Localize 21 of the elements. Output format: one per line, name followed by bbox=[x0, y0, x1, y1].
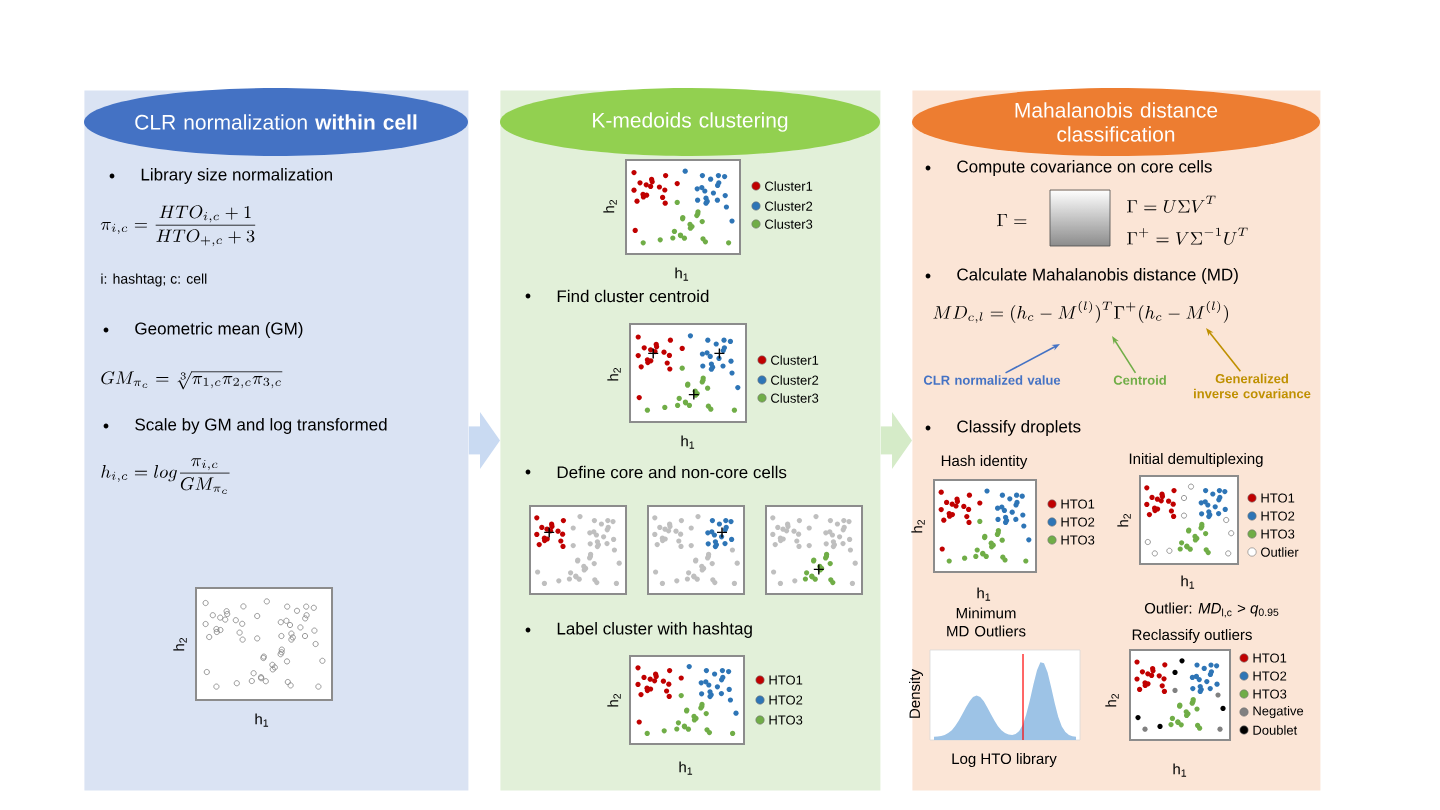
formula: $h_{i,c}=log\frac{\pi_{i,c}}{GM_{\pi_c}}$ bbox=[101, 458, 230, 494]
step-text: Find cluster centroid bbox=[557, 289, 709, 303]
header-banner: Mahalanobis distance classification bbox=[912, 88, 1320, 156]
header-banner: K-medoids clustering bbox=[500, 88, 880, 156]
step-text: Define core and non-core cells bbox=[557, 465, 787, 479]
step-text: Label cluster with hashtag bbox=[557, 622, 752, 638]
step-text: Scale by GM and log transformed bbox=[135, 418, 387, 434]
step-text: Library size normalization bbox=[141, 168, 332, 184]
leader-arrow bbox=[1112, 336, 1137, 374]
leader-arrow bbox=[1206, 328, 1242, 373]
formula: $\pi_{i,c}=\frac{HTO_{i,c}+1}{HTO_{+,c}+3}$ bbox=[100, 205, 256, 247]
formula: $MD_{c,l}=(h_c-M^{(l)})^{T}\Gamma^{+}(h_c-M^{(l)})$ bbox=[933, 300, 1228, 324]
formula: $\Gamma=$ bbox=[997, 213, 1027, 227]
step-text: Classify droplets bbox=[957, 420, 1081, 436]
step-text: Compute covariance on core cells bbox=[957, 160, 1212, 176]
header-banner: CLR normalization within cell bbox=[84, 88, 468, 156]
step-text: Calculate Mahalanobis distance (MD) bbox=[957, 268, 1238, 284]
formula: $\Gamma^{+}=V\Sigma^{-1}U^{T}$ bbox=[1127, 227, 1248, 245]
step-text: Geometric mean (GM) bbox=[135, 322, 303, 338]
formula: $\Gamma=U\Sigma V^{T}$ bbox=[1127, 195, 1216, 213]
formula: $GM_{\pi_c}=\sqrt[3]{\pi_{1,c}\pi_{2,c}\pi_{3,c}}$ bbox=[101, 371, 283, 390]
